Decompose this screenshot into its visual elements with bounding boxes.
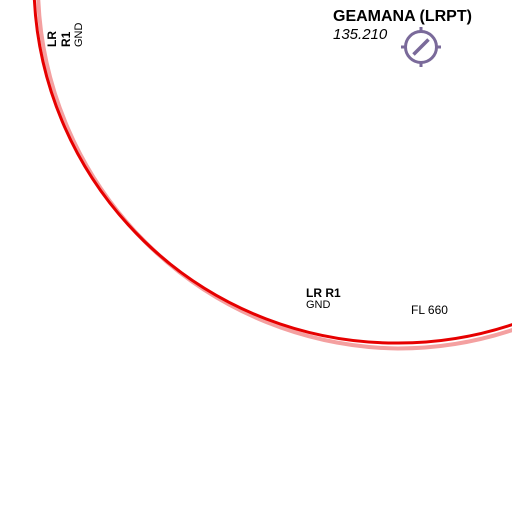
zone-name-label: LR R1 [306,286,341,300]
restricted-zone-boundary [32,0,512,351]
zone-label-vertical: LR R1 GND [45,6,85,48]
zone-lower-limit-label: GND [306,299,331,311]
zone-name-label: LR R1 [45,31,73,47]
zone-lower-limit-label: GND [73,22,85,47]
airport-name-label: GEAMANA (LRPT) [333,8,472,25]
zone-upper-limit-label: FL 660 [411,303,448,317]
airport-symbol-icon[interactable] [401,27,441,67]
restricted-zone-border [32,0,512,345]
restricted-zone-halo [36,0,512,351]
airport-frequency-label: 135.210 [333,26,388,43]
